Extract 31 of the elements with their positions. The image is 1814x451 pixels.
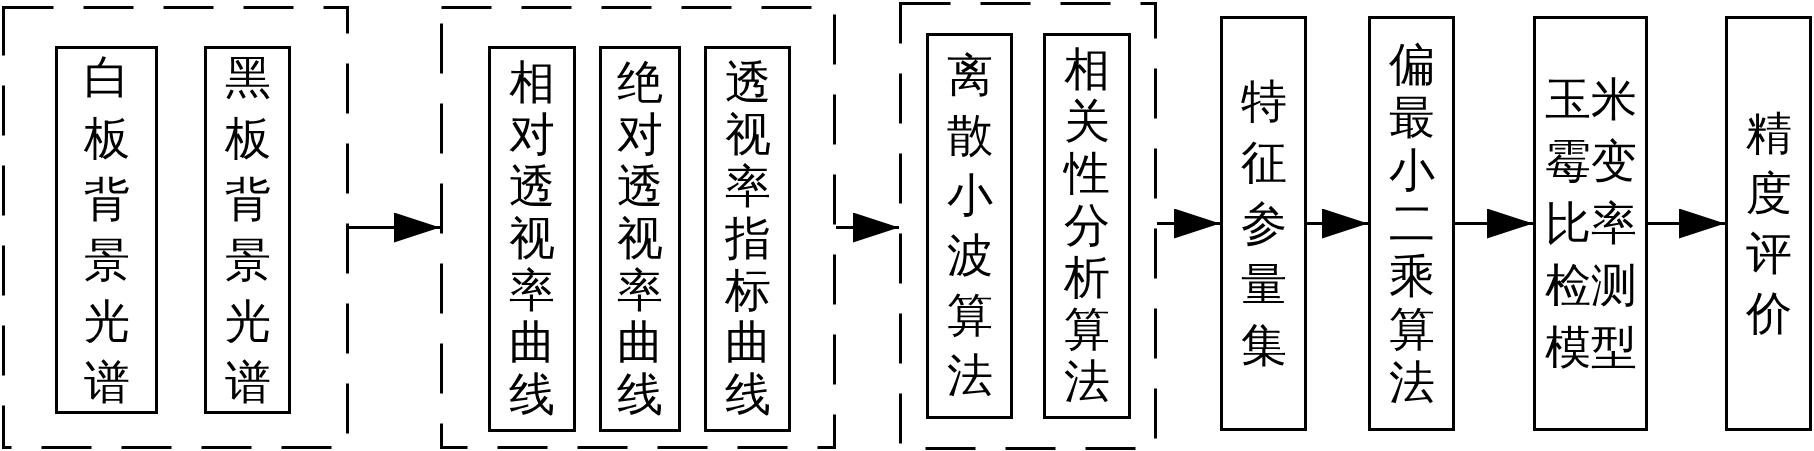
process-box: [1725, 16, 1812, 431]
vertical-label: 相对透视率曲线: [508, 57, 556, 421]
vertical-label: 玉米霉变比率检测模型: [1543, 72, 1638, 375]
vertical-label: 相关性分析算法: [1063, 44, 1111, 408]
arrow: [1455, 208, 1533, 239]
arrow: [1648, 208, 1725, 239]
process-box: [1368, 16, 1455, 431]
dashed-group-frame: [2, 6, 349, 449]
process-box: [1533, 16, 1648, 431]
vertical-label: 离散小波算法: [945, 49, 994, 403]
dashed-group-frame: [899, 2, 1157, 450]
vertical-label: 黑板背景光谱: [223, 51, 272, 410]
process-box: [926, 33, 1013, 419]
vertical-label: 白板背景光谱: [82, 51, 131, 410]
dashed-group-frame: [440, 6, 836, 449]
process-box: [55, 46, 158, 414]
vertical-label: 绝对透视率曲线: [616, 57, 664, 421]
vertical-label: 偏最小二乘算法: [1387, 38, 1436, 409]
vertical-label: 透视率指标曲线: [723, 57, 772, 421]
process-box: [599, 46, 681, 432]
process-box: [204, 46, 291, 414]
vertical-label: 精度评价: [1744, 106, 1793, 341]
arrow: [836, 212, 899, 243]
arrow: [1307, 208, 1368, 239]
process-box: [1043, 33, 1131, 419]
arrow: [349, 212, 440, 243]
process-box: [488, 46, 576, 432]
process-box: [1220, 16, 1307, 431]
arrow: [1157, 208, 1220, 239]
process-box: [704, 46, 791, 432]
vertical-label: 特征参量集: [1239, 75, 1288, 373]
